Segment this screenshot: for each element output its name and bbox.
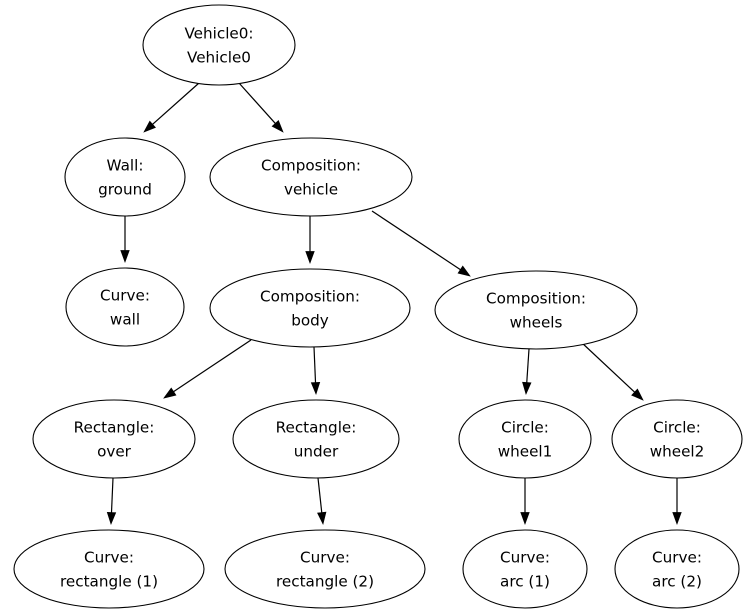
- arrowhead-icon: [305, 251, 315, 265]
- node-composition_body[interactable]: Composition: body: [209, 268, 411, 348]
- node-label-line2: Vehicle0: [187, 49, 251, 67]
- node-composition_vehicle[interactable]: Composition: vehicle: [209, 137, 413, 217]
- arrowhead-icon: [520, 512, 530, 526]
- node-label-line1: Rectangle:: [74, 419, 155, 437]
- node-curve_arc_2[interactable]: Curve: arc (2): [614, 529, 740, 609]
- node-ellipse[interactable]: [462, 529, 588, 609]
- node-label-line2: wheels: [510, 314, 563, 332]
- node-ellipse[interactable]: [65, 267, 185, 347]
- edge-line: [371, 210, 462, 271]
- node-label-line1: Composition:: [260, 288, 360, 306]
- node-ellipse[interactable]: [209, 268, 411, 348]
- arrowhead-icon: [106, 511, 117, 526]
- node-circle_wheel1[interactable]: Circle: wheel1: [458, 399, 592, 479]
- node-circle_wheel2[interactable]: Circle: wheel2: [611, 399, 743, 479]
- node-ellipse[interactable]: [232, 399, 400, 479]
- edge-rectangle_under-to-curve_rectangle_2: [317, 477, 327, 526]
- arrowhead-icon: [457, 265, 471, 277]
- edge-line: [151, 82, 200, 126]
- edge-line: [313, 346, 317, 385]
- arrowhead-icon: [672, 512, 682, 526]
- arrowhead-icon: [522, 381, 532, 396]
- edge-composition_wheels-to-circle_wheel1: [522, 348, 532, 396]
- edge-circle_wheel2-to-curve_arc_2: [672, 478, 682, 526]
- node-label-line1: Composition:: [486, 290, 586, 308]
- edge-composition_body-to-rectangle_over: [163, 339, 252, 399]
- node-label-line1: Curve:: [84, 549, 134, 567]
- arrowhead-icon: [271, 120, 284, 133]
- node-label-line2: rectangle (2): [276, 573, 374, 591]
- edge-line: [110, 477, 114, 515]
- edge-circle_wheel1-to-curve_arc_1: [520, 478, 530, 526]
- edge-line: [238, 82, 277, 125]
- arrowhead-icon: [163, 387, 177, 399]
- node-rectangle_under[interactable]: Rectangle: under: [232, 399, 400, 479]
- node-label-line1: Curve:: [300, 549, 350, 567]
- edge-line: [526, 348, 530, 385]
- node-ellipse[interactable]: [64, 137, 186, 217]
- node-label-line1: Rectangle:: [276, 419, 357, 437]
- edge-composition_vehicle-to-composition_wheels: [371, 210, 471, 277]
- node-ellipse[interactable]: [611, 399, 743, 479]
- node-ellipse[interactable]: [209, 137, 413, 217]
- node-label-line1: Curve:: [652, 549, 702, 567]
- arrowhead-icon: [631, 388, 644, 401]
- edge-vehicle0-to-wall_ground: [143, 82, 200, 133]
- edge-composition_wheels-to-circle_wheel2: [580, 341, 644, 401]
- edge-composition_vehicle-to-composition_body: [305, 216, 315, 265]
- node-label-line2: rectangle (1): [60, 573, 158, 591]
- arrowhead-icon: [143, 120, 156, 133]
- node-ellipse[interactable]: [434, 270, 638, 350]
- edge-rectangle_over-to-curve_rectangle_1: [106, 477, 117, 526]
- node-label-line1: Wall:: [107, 157, 144, 175]
- node-label-line2: ground: [98, 181, 152, 199]
- node-ellipse[interactable]: [13, 529, 205, 609]
- node-label-line1: Composition:: [261, 157, 361, 175]
- node-label-line2: arc (2): [652, 573, 702, 591]
- arrowhead-icon: [310, 381, 321, 396]
- node-label-line1: Circle:: [501, 419, 549, 437]
- node-label-line2: under: [294, 443, 339, 461]
- edge-line: [580, 341, 637, 394]
- node-curve_wall[interactable]: Curve: wall: [65, 267, 185, 347]
- node-label-line2: wall: [110, 311, 140, 329]
- node-ellipse[interactable]: [458, 399, 592, 479]
- edge-line: [317, 477, 323, 515]
- node-label-line2: wheel2: [650, 443, 705, 461]
- node-ellipse[interactable]: [142, 4, 296, 86]
- node-label-line1: Vehicle0:: [184, 25, 253, 43]
- edge-line: [171, 339, 252, 393]
- node-label-line1: Circle:: [653, 419, 701, 437]
- edge-composition_body-to-rectangle_under: [310, 346, 321, 396]
- node-label-line2: wheel1: [498, 443, 553, 461]
- edge-wall_ground-to-curve_wall: [120, 216, 130, 264]
- node-ellipse[interactable]: [224, 529, 426, 609]
- arrowhead-icon: [317, 511, 327, 526]
- node-label-line1: Curve:: [100, 287, 150, 305]
- node-label-line2: vehicle: [284, 181, 338, 199]
- node-ellipse[interactable]: [614, 529, 740, 609]
- node-label-line2: body: [291, 312, 329, 330]
- node-wall_ground[interactable]: Wall: ground: [64, 137, 186, 217]
- edges-layer: [106, 82, 682, 526]
- nodes-layer: Vehicle0:Vehicle0Wall:groundComposition:…: [13, 4, 743, 609]
- node-vehicle0[interactable]: Vehicle0: Vehicle0: [142, 4, 296, 86]
- node-curve_rectangle_1[interactable]: Curve: rectangle (1): [13, 529, 205, 609]
- node-composition_wheels[interactable]: Composition: wheels: [434, 270, 638, 350]
- node-rectangle_over[interactable]: Rectangle: over: [32, 399, 196, 479]
- node-curve_arc_1[interactable]: Curve: arc (1): [462, 529, 588, 609]
- node-curve_rectangle_2[interactable]: Curve: rectangle (2): [224, 529, 426, 609]
- node-label-line1: Curve:: [500, 549, 550, 567]
- edge-vehicle0-to-composition_vehicle: [238, 82, 284, 133]
- node-label-line2: arc (1): [500, 573, 550, 591]
- node-label-line2: over: [97, 443, 132, 461]
- node-ellipse[interactable]: [32, 399, 196, 479]
- arrowhead-icon: [120, 250, 130, 264]
